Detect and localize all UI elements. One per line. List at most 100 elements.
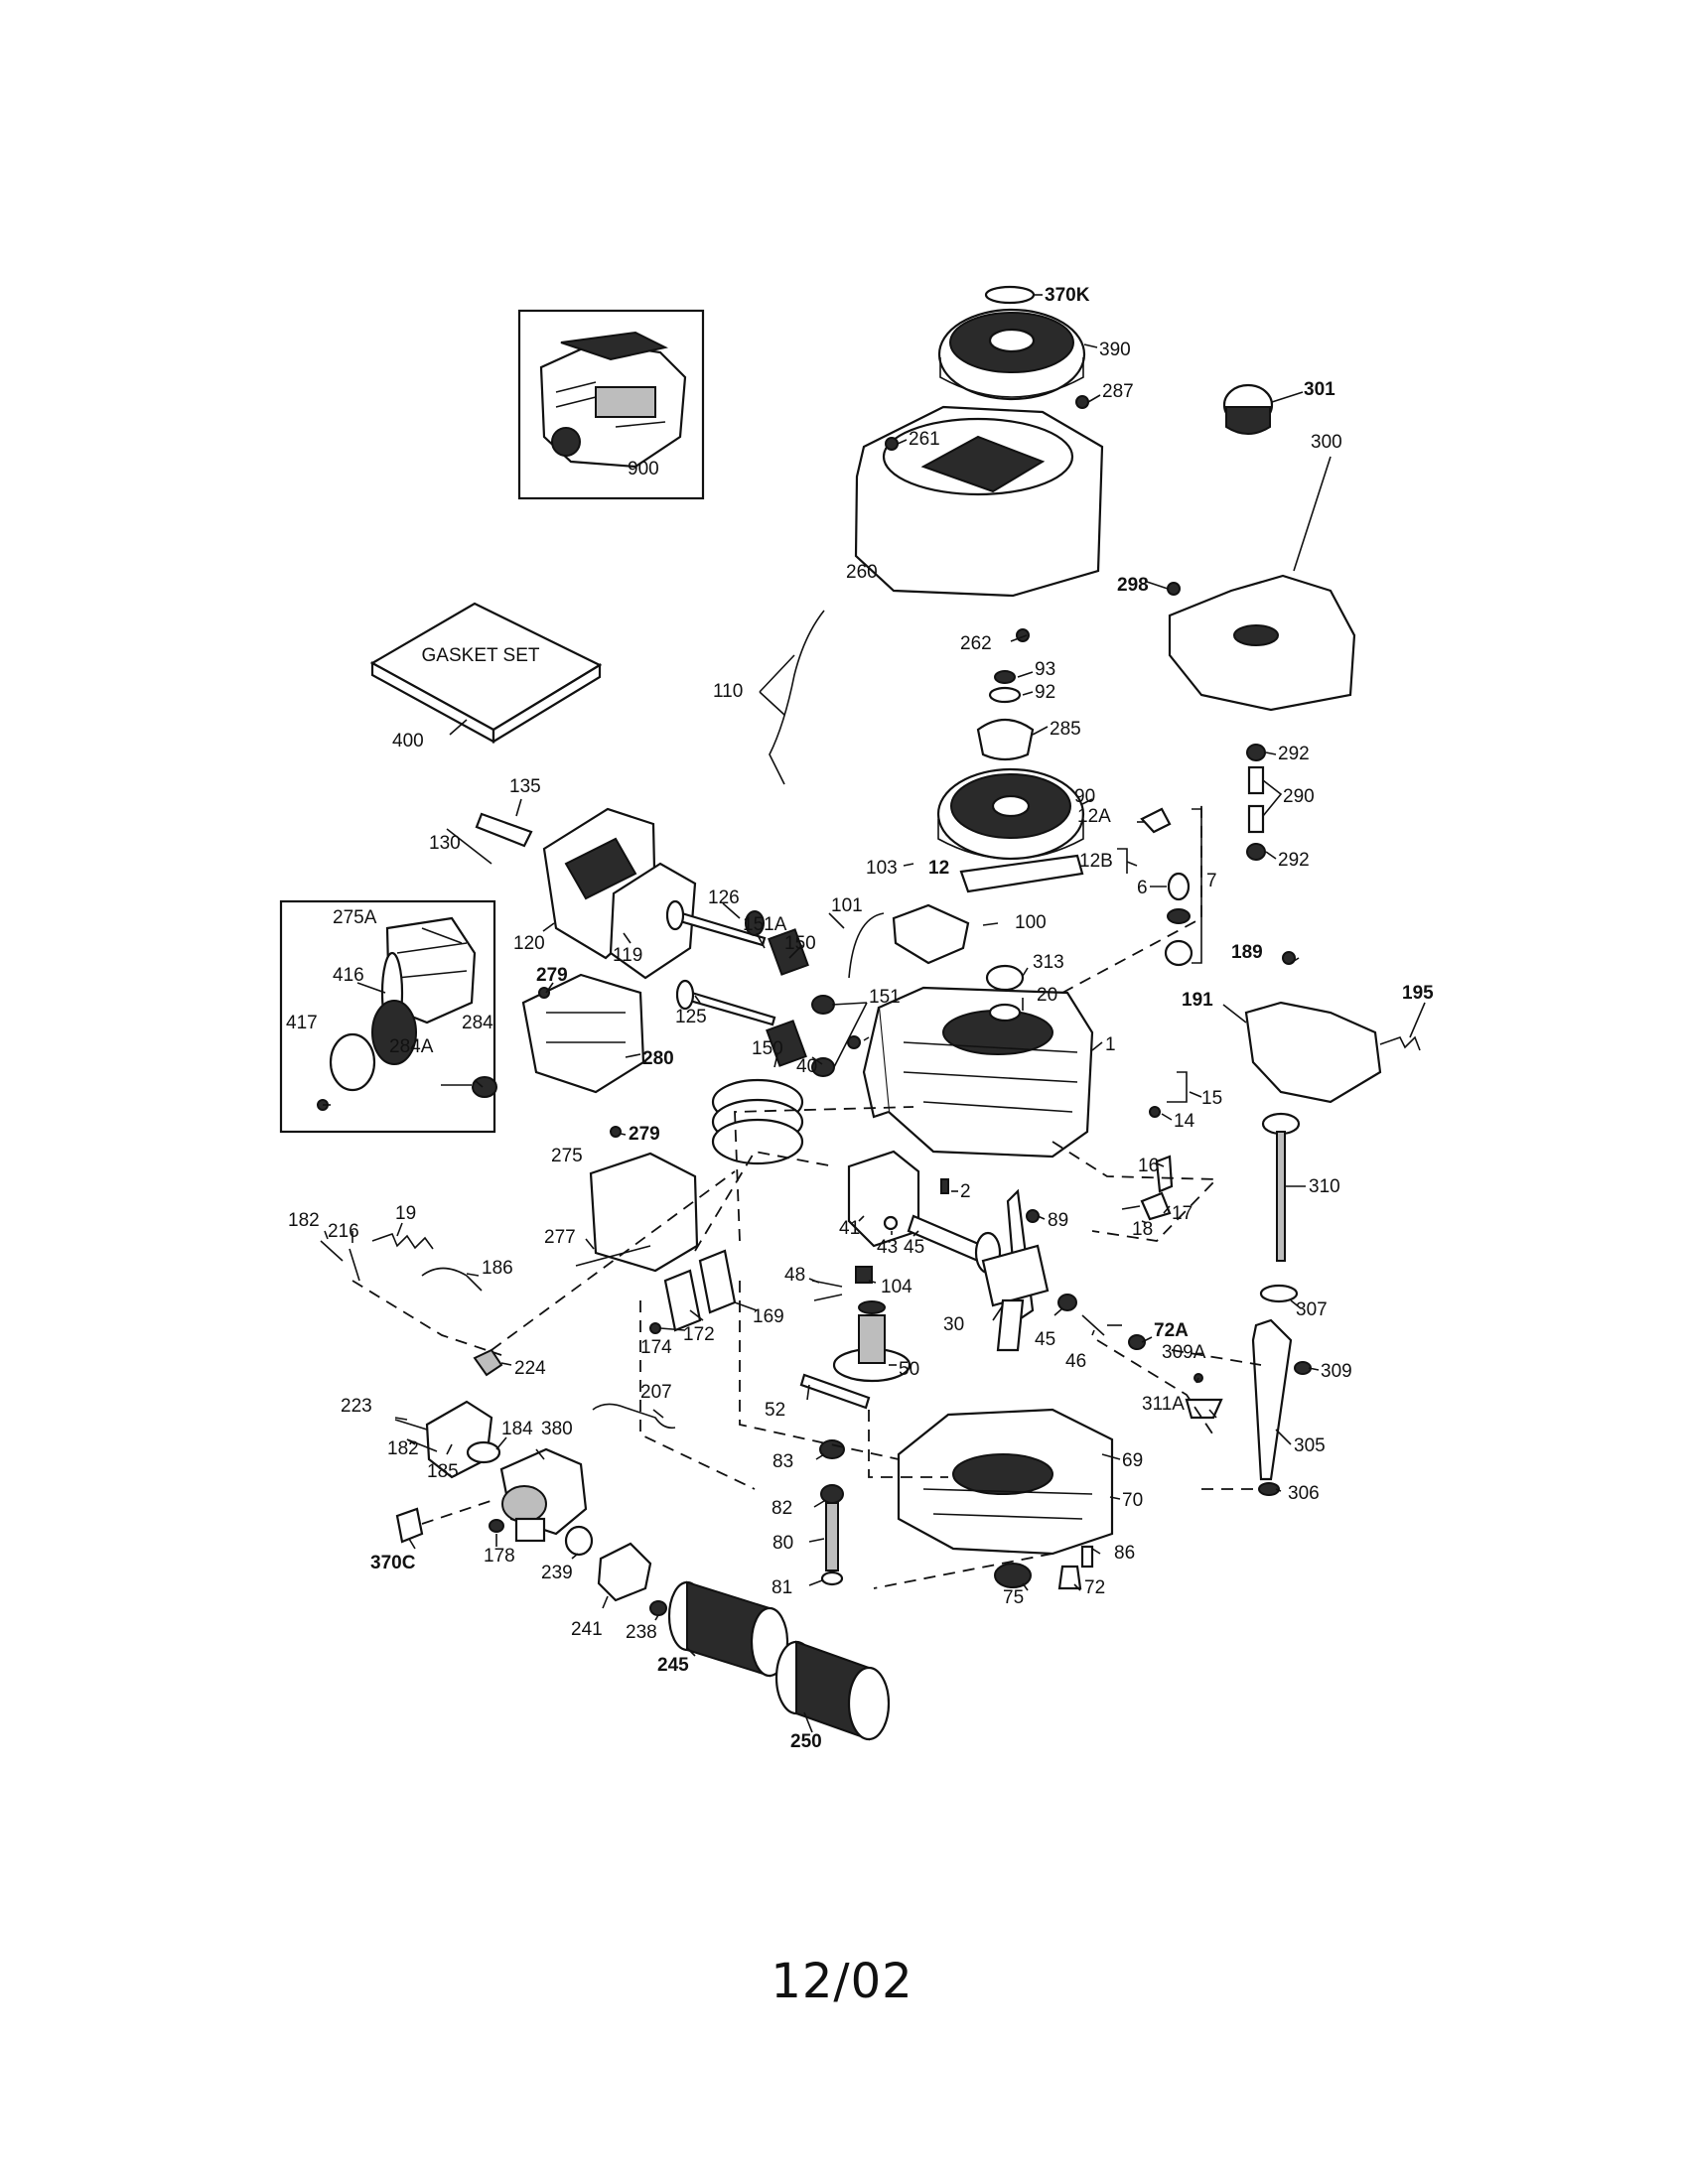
fuel-line-290-a (1247, 765, 1265, 795)
callout-label: 306 (1288, 1483, 1320, 1504)
carburetor-shape (499, 1447, 588, 1543)
governor-link-207 (592, 1403, 676, 1430)
callout-label: 20 (1037, 985, 1057, 1006)
part-6-a (1167, 872, 1191, 901)
complete-engine-icon (539, 331, 687, 469)
callout-label: 12 (928, 858, 949, 879)
callout-label: 275A (333, 907, 377, 928)
part-drawings (279, 285, 1421, 1741)
callout-label: 250 (790, 1731, 822, 1752)
callout-label: 239 (541, 1563, 573, 1583)
callout-label: 292 (1278, 850, 1310, 871)
pre-cleaner-250-shape (774, 1640, 891, 1741)
callout-label: 390 (1099, 340, 1131, 360)
part-43-shape (883, 1215, 899, 1231)
callout-label: 309A (1162, 1342, 1206, 1363)
callout-label: 2 (960, 1181, 971, 1202)
callout-label: 45 (904, 1237, 924, 1258)
exhaust-valve-head (665, 899, 685, 931)
ground-wire-shape (769, 610, 825, 785)
callout-label: 12A (1077, 806, 1111, 827)
oil-seal-75-shape (994, 1563, 1032, 1588)
callout-label: 182 (288, 1210, 320, 1231)
part-20-shape (988, 1003, 1022, 1023)
callout-label: 86 (1114, 1543, 1135, 1564)
callout-label: 245 (657, 1655, 689, 1676)
air-vane-shape (959, 854, 1084, 893)
part-298-shape (1167, 582, 1181, 596)
callout-label: 380 (541, 1419, 573, 1439)
callout-label: 30 (943, 1314, 964, 1335)
callout-labels: 370K 390 287 261 301 300 900 260 298 262… (286, 285, 1434, 1752)
callout-label: 284 (462, 1013, 493, 1033)
callout-label: 172 (683, 1324, 715, 1345)
callout-label: 72A (1154, 1320, 1189, 1341)
muffler-bolt-shape (575, 1245, 651, 1267)
part-6-b (1167, 908, 1191, 924)
callout-label: 262 (960, 633, 992, 654)
callout-label: 12B (1079, 851, 1113, 872)
gasket-239-shape (564, 1525, 594, 1557)
gasket-172-shape (663, 1269, 702, 1332)
part-72a-shape (1128, 1334, 1146, 1350)
fuel-filter-base-241-shape (597, 1542, 652, 1602)
part-279-upper-shape (538, 987, 550, 999)
callout-label: 92 (1035, 682, 1055, 703)
callout-label: 224 (514, 1358, 546, 1379)
callout-label: 178 (484, 1546, 515, 1567)
callout-label: 43 (877, 1237, 898, 1258)
recoil-starter-shape (937, 308, 1086, 401)
callout-label: 417 (286, 1013, 318, 1033)
callout-label: 14 (1174, 1111, 1195, 1132)
part-89-shape (1026, 1209, 1040, 1223)
fuel-line-290-b (1247, 804, 1265, 834)
part-223-shape (394, 1419, 428, 1431)
cylinder-block-shape (862, 986, 1094, 1159)
callout-label: 182 (387, 1438, 419, 1459)
crankcase-sump-shape (897, 1408, 1114, 1556)
callout-label: 261 (909, 429, 940, 450)
callout-leader-lines (323, 294, 1426, 1733)
callout-label: 305 (1294, 1435, 1326, 1456)
choke-link-186 (421, 1267, 483, 1292)
part-2-shape (940, 1178, 949, 1194)
callout-label: 110 (713, 681, 743, 702)
callout-label: 17 (1172, 1203, 1193, 1224)
callout-label: 80 (772, 1533, 793, 1554)
callout-label: 120 (513, 933, 545, 954)
spring-195-shape (1379, 1035, 1421, 1051)
dipstick-tube-shape (1251, 1112, 1312, 1496)
part-17-shape (1140, 1191, 1172, 1221)
callout-label: 18 (1132, 1219, 1153, 1240)
part-189-shape (1282, 951, 1296, 965)
flywheel-shape (936, 767, 1085, 861)
part-174-shape (649, 1322, 661, 1334)
callout-label: 89 (1048, 1210, 1068, 1231)
callout-label: 52 (765, 1400, 785, 1421)
callout-label: 103 (866, 858, 898, 879)
callout-label: 70 (1122, 1490, 1143, 1511)
callout-label: 191 (1182, 990, 1213, 1011)
callout-label: 150 (784, 933, 816, 954)
air-filter-245-shape (667, 1580, 789, 1678)
gasket-184-shape (466, 1440, 501, 1464)
callout-label: 150 (752, 1038, 783, 1059)
fuel-tank-shape (1168, 383, 1356, 712)
air-cleaner-base-280-shape (521, 973, 645, 1094)
callout-label: 7 (1206, 871, 1217, 891)
callout-label: 313 (1033, 952, 1064, 973)
callout-label: 151A (743, 914, 787, 935)
inset-air-cleaner-box (279, 899, 496, 1134)
callout-label: 400 (392, 731, 424, 751)
part-15-shape (1167, 1071, 1188, 1103)
callout-label: 300 (1311, 432, 1342, 453)
flywheel-nut-washer-cup-shape (976, 670, 1035, 761)
control-bracket-191-shape (1244, 1001, 1382, 1104)
muffler-shape (589, 1152, 699, 1273)
intake-valve-head (675, 979, 695, 1011)
clamp-292-bottom (1246, 843, 1266, 861)
callout-label: 169 (753, 1306, 784, 1327)
callout-label: 279 (629, 1124, 660, 1145)
crankshaft-shape (981, 1188, 1050, 1352)
part-46-shape (1081, 1314, 1105, 1336)
